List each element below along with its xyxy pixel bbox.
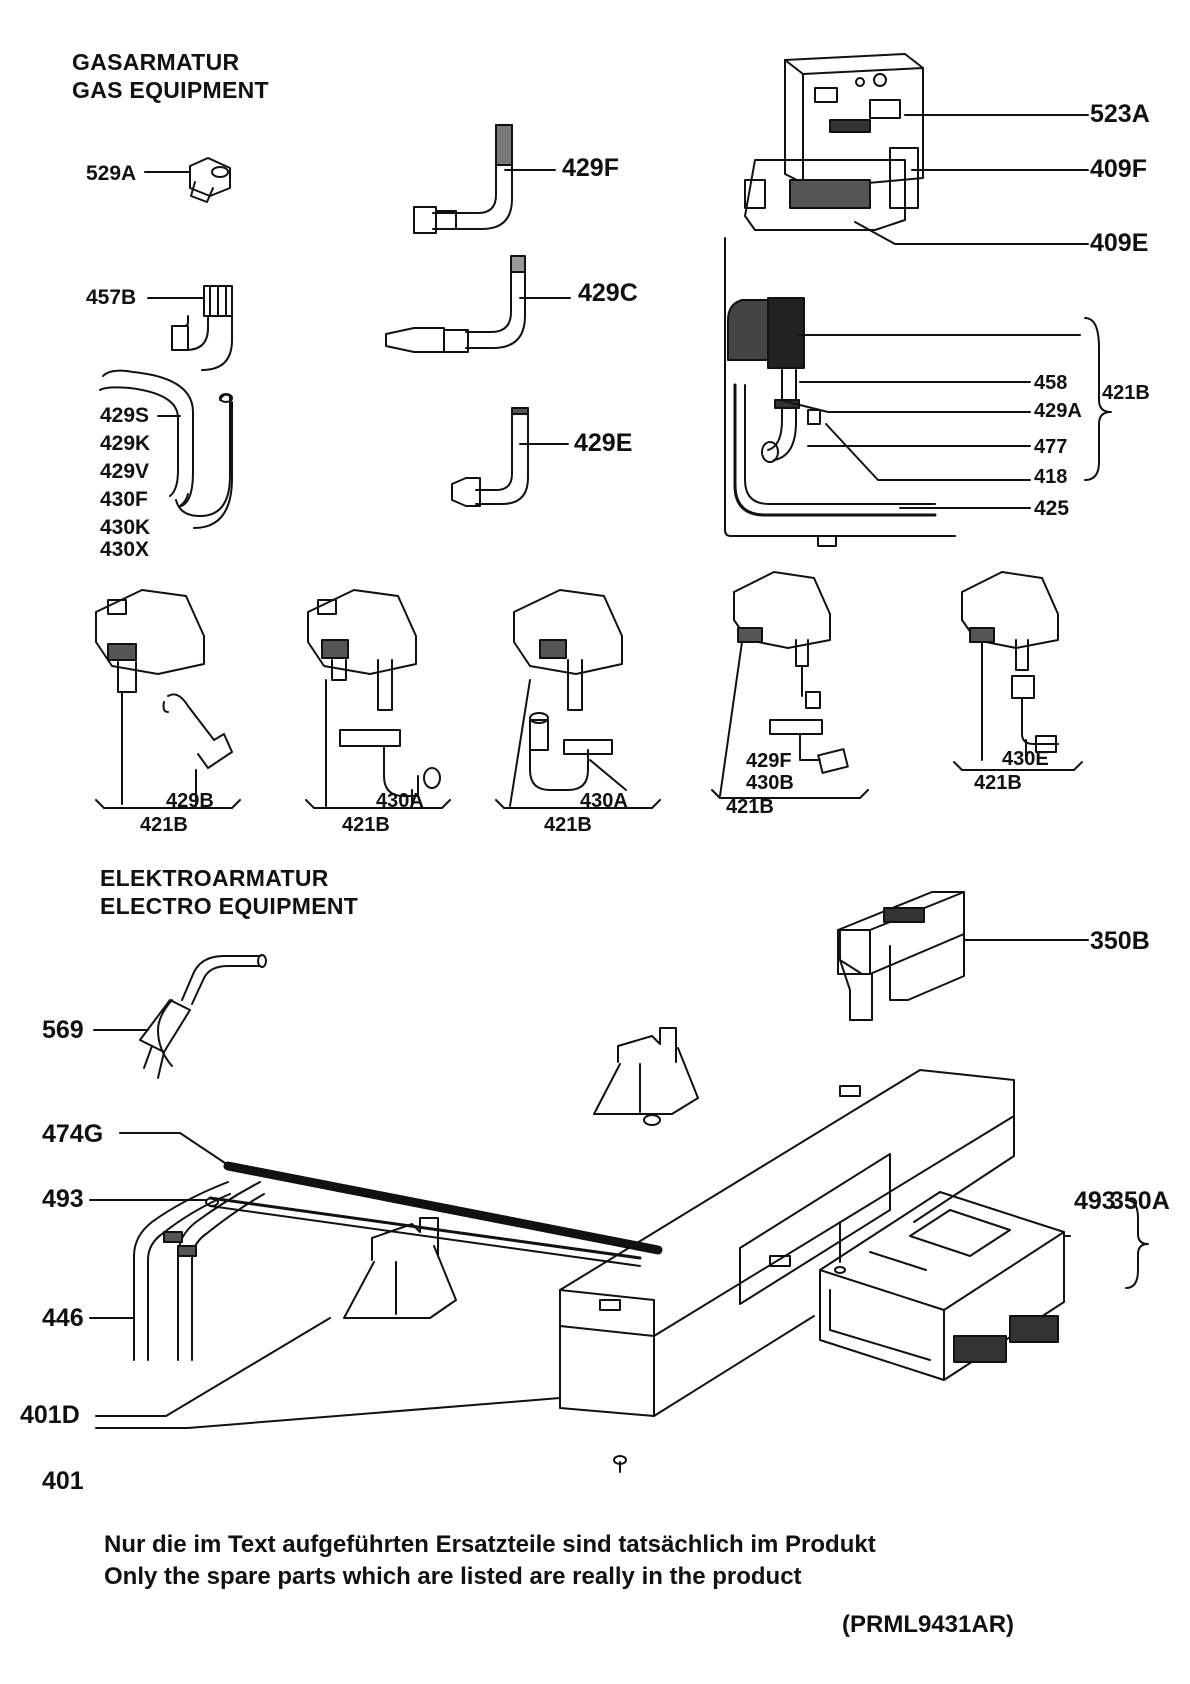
part-bracket-upper bbox=[594, 1028, 698, 1125]
label-350B: 350B bbox=[1090, 927, 1150, 955]
part-446-tubes bbox=[90, 1182, 264, 1360]
label-474G: 474G bbox=[42, 1120, 104, 1148]
burner-installation-frame bbox=[725, 238, 1111, 546]
burner-variant-5 bbox=[954, 572, 1082, 770]
burner-variant-4 bbox=[712, 572, 868, 798]
gas-title-en: GAS EQUIPMENT bbox=[72, 77, 269, 103]
label-529A: 529A bbox=[86, 162, 137, 185]
label-429C: 429C bbox=[578, 279, 638, 307]
label-v1-429B: 429B bbox=[166, 790, 214, 812]
part-474G-cable bbox=[120, 1133, 658, 1250]
label-v3-421B: 421B bbox=[544, 814, 592, 836]
label-429V: 429V bbox=[100, 460, 150, 483]
label-401: 401 bbox=[42, 1467, 84, 1495]
label-425: 425 bbox=[1034, 497, 1070, 520]
burner-variant-2 bbox=[306, 590, 450, 808]
electro-title-en: ELECTRO EQUIPMENT bbox=[100, 893, 359, 919]
label-v2-430A: 430A bbox=[376, 790, 424, 812]
part-401-housing bbox=[96, 1070, 1014, 1472]
label-v5-430E: 430E bbox=[1002, 748, 1049, 770]
part-350A-control-unit bbox=[820, 1192, 1148, 1380]
gas-title-de: GASARMATUR bbox=[72, 49, 240, 75]
part-569-power-plug bbox=[94, 955, 266, 1078]
label-429A: 429A bbox=[1034, 400, 1082, 422]
part-401D-bracket bbox=[96, 1218, 456, 1416]
label-523A: 523A bbox=[1090, 100, 1150, 128]
label-430X: 430X bbox=[100, 538, 150, 561]
label-569: 569 bbox=[42, 1016, 84, 1044]
label-430K: 430K bbox=[100, 516, 151, 539]
label-429S: 429S bbox=[100, 404, 150, 427]
part-350B-switch-housing bbox=[838, 892, 1088, 1020]
label-493-unit: 493 bbox=[1074, 1187, 1116, 1215]
label-v4-430B: 430B bbox=[746, 772, 794, 794]
part-523A-gas-valve bbox=[745, 54, 1088, 244]
label-493: 493 bbox=[42, 1185, 84, 1213]
label-418: 418 bbox=[1034, 466, 1068, 488]
label-v5-421B: 421B bbox=[974, 772, 1022, 794]
electro-section-title: ELEKTROARMATUR ELECTRO EQUIPMENT bbox=[100, 864, 358, 920]
part-429E-pipe bbox=[452, 408, 568, 506]
label-v3-430A: 430A bbox=[580, 790, 628, 812]
burner-variant-1 bbox=[96, 590, 240, 808]
label-430F: 430F bbox=[100, 488, 148, 511]
label-446: 446 bbox=[42, 1304, 84, 1332]
burner-variant-3 bbox=[496, 590, 660, 808]
part-429F-pipe bbox=[414, 125, 555, 233]
part-429C-pipe bbox=[386, 256, 570, 352]
label-409F: 409F bbox=[1090, 155, 1147, 183]
gas-section-title: GASARMATUR GAS EQUIPMENT bbox=[72, 48, 269, 104]
label-v4-429F: 429F bbox=[746, 750, 792, 772]
part-457B-elbow bbox=[148, 286, 232, 370]
label-429F: 429F bbox=[562, 154, 619, 182]
label-v4-421B: 421B bbox=[726, 796, 774, 818]
label-458: 458 bbox=[1034, 372, 1068, 394]
electro-title-de: ELEKTROARMATUR bbox=[100, 865, 329, 891]
drawing-code: (PRML9431AR) bbox=[842, 1611, 1015, 1638]
footer-note-en: Only the spare parts which are listed ar… bbox=[104, 1563, 802, 1590]
label-409E: 409E bbox=[1090, 229, 1149, 257]
label-401D: 401D bbox=[20, 1401, 80, 1429]
label-v2-421B: 421B bbox=[342, 814, 390, 836]
part-529A-connector bbox=[145, 158, 230, 202]
label-421B-main: 421B bbox=[1102, 382, 1150, 404]
label-350A: 350A bbox=[1110, 1187, 1170, 1215]
footer-note-de: Nur die im Text aufgeführten Ersatzteile… bbox=[104, 1531, 876, 1558]
label-457B: 457B bbox=[86, 286, 137, 309]
label-429E: 429E bbox=[574, 429, 633, 457]
part-429S-hose bbox=[100, 371, 232, 528]
label-429K: 429K bbox=[100, 432, 151, 455]
label-477: 477 bbox=[1034, 436, 1068, 458]
label-v1-421B: 421B bbox=[140, 814, 188, 836]
